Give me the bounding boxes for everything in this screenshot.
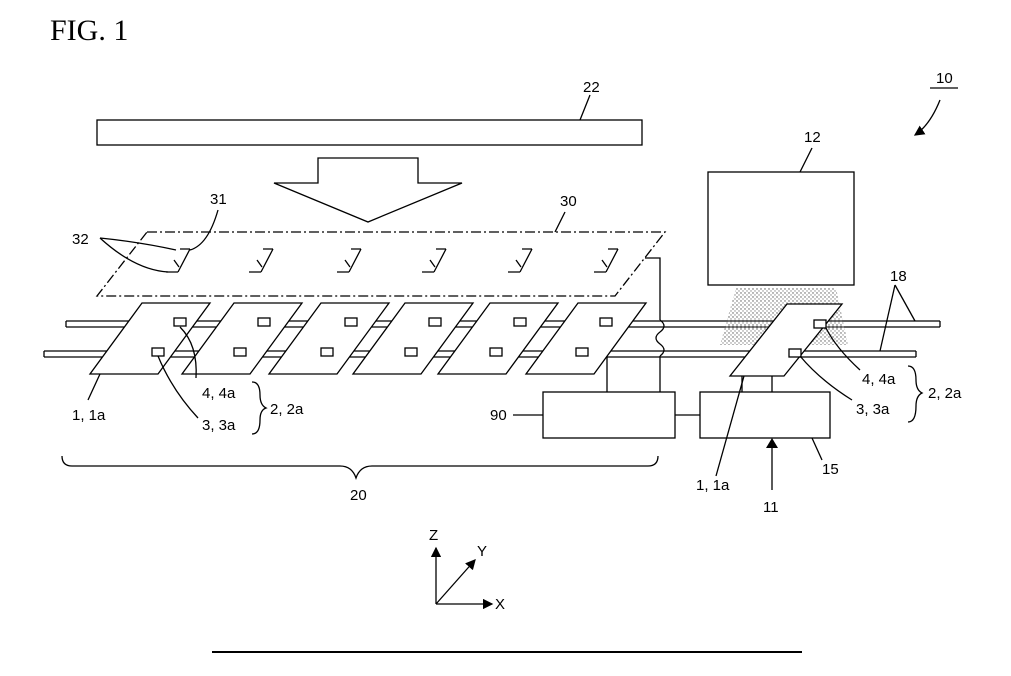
leader-30 [555, 212, 565, 232]
leader-12 [800, 148, 812, 172]
leader-1-1a [88, 374, 100, 400]
label-90: 90 [490, 407, 507, 424]
system-arrow [915, 100, 940, 135]
axis-y [436, 560, 475, 604]
mask-opening-5 [508, 249, 532, 272]
brace-20 [62, 456, 658, 478]
exposure-arrow [274, 158, 462, 222]
label-2-2a-right: 2, 2a [928, 385, 962, 402]
label-3-3a: 3, 3a [202, 417, 236, 434]
label-32: 32 [72, 231, 89, 248]
label-31: 31 [210, 191, 227, 208]
label-3-3a-right: 3, 3a [856, 401, 890, 418]
leader-18b [880, 285, 895, 351]
mask-opening-4 [422, 249, 446, 272]
label-22: 22 [583, 79, 600, 96]
label-20: 20 [350, 487, 367, 504]
mask-opening-3 [337, 249, 361, 272]
camera [708, 172, 854, 285]
leader-18 [895, 285, 915, 321]
label-18: 18 [890, 268, 907, 285]
leader-31 [190, 210, 218, 250]
mask-opening-2 [249, 249, 273, 272]
wire-mask-controller [645, 258, 660, 320]
leader-15 [812, 438, 822, 460]
mask-opening-6 [594, 249, 618, 272]
arrow-11 [766, 438, 778, 448]
axis-label-y: Y [477, 543, 487, 560]
label-1-1a: 1, 1a [72, 407, 106, 424]
label-11: 11 [763, 499, 779, 516]
leader-22 [580, 95, 590, 120]
inspection-stage [700, 392, 830, 438]
axis-label-z: Z [429, 527, 438, 544]
label-10: 10 [936, 70, 953, 87]
label-4-4a-right: 4, 4a [862, 371, 896, 388]
brace-2-2a-right [908, 366, 922, 422]
label-30: 30 [560, 193, 577, 210]
light-source-bar [97, 120, 642, 145]
mask-opening-1 [166, 249, 190, 272]
label-4-4a: 4, 4a [202, 385, 236, 402]
leader-32b [100, 238, 168, 272]
label-2-2a: 2, 2a [270, 401, 304, 418]
axis-label-x: X [495, 596, 505, 613]
label-12: 12 [804, 129, 821, 146]
brace-2-2a [252, 382, 266, 434]
controller [543, 392, 675, 438]
label-15: 15 [822, 461, 839, 478]
label-1-1a-right: 1, 1a [696, 477, 730, 494]
